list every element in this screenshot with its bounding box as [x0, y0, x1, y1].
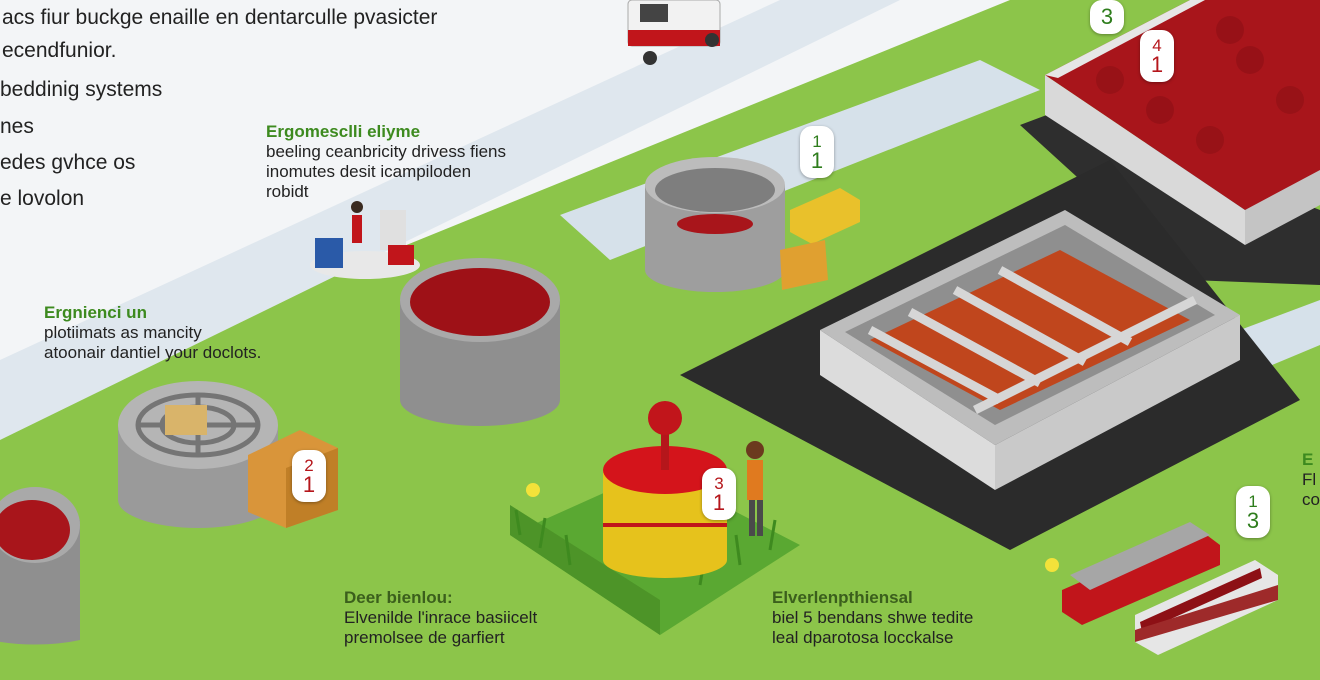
worker-figure: [746, 441, 764, 536]
callout-heading: E: [1302, 450, 1314, 469]
step-marker: 4 1: [1140, 30, 1174, 82]
tank-small: [645, 157, 785, 292]
callout-bottom-left: Deer bienlou: Elvenilde l'inrace basiice…: [344, 588, 537, 648]
step-number: 3: [1100, 4, 1114, 29]
step-marker: 3: [1090, 0, 1124, 34]
train-car: [1135, 560, 1278, 655]
callout-line: plotiimats as mancity: [44, 323, 202, 343]
callout-line: co: [1302, 490, 1320, 510]
callout-line: leal dparotosa locckalse: [772, 628, 954, 648]
step-marker: 3 1: [702, 468, 736, 520]
walkway: [0, 0, 900, 440]
step-number: 1: [810, 147, 824, 173]
workers-group: [310, 201, 420, 279]
step-number-top: 4: [1152, 35, 1162, 55]
callout-line: premolsee de garfiert: [344, 628, 505, 648]
callout-line: beeling ceanbricity drivess fiens: [266, 142, 507, 162]
intro-title: acs fiur buckge enaille en dentarculle p…: [2, 6, 437, 64]
callout-heading: Ergnienci un: [44, 303, 147, 322]
callout-heading: Ergomesclli eliyme: [266, 122, 421, 141]
callout-right-edge: E Fl co: [1302, 450, 1320, 510]
step-number: 1: [712, 489, 726, 515]
tank-with-grate: [118, 381, 278, 528]
callout-line: Elvenilde l'inrace basiicelt: [344, 608, 538, 628]
step-number: 3: [1246, 507, 1260, 533]
intro-item-4: e lovolon: [0, 187, 85, 210]
callout-heading: Elverlenpthiensal: [772, 588, 913, 607]
rail-cart: [1062, 522, 1220, 625]
intro-title-line-1: acs fiur buckge enaille en dentarculle p…: [2, 6, 438, 29]
callout-bottom-center: Elverlenpthiensal biel 5 bendans shwe te…: [772, 588, 973, 648]
callout-top-center: Ergomesclli eliyme beeling ceanbricity d…: [266, 122, 506, 202]
callout-line: atoonair dantiel your doclots.: [44, 343, 262, 363]
intro-item-3: edes gvhce os: [0, 151, 136, 174]
step-number-top: 1: [1248, 491, 1258, 511]
callout-left: Ergnienci un plotiimats as mancity atoon…: [44, 303, 261, 363]
tank-large: [400, 258, 560, 426]
step-number: 1: [302, 471, 316, 497]
callout-line: robidt: [266, 182, 309, 202]
intro-item-1: beddinig systems: [0, 78, 163, 101]
red-cap-column: [603, 401, 727, 578]
raised-compost-bed-large: [1045, 0, 1320, 245]
intro-title-line-2: ecendfunior.: [2, 38, 117, 62]
compost-bin-slatted: [820, 210, 1240, 490]
callout-line: inomutes desit icampiloden: [266, 162, 472, 182]
callout-line: Fl: [1302, 470, 1317, 490]
delivery-truck: [627, 0, 721, 65]
step-number-top: 3: [714, 473, 724, 493]
step-number: 1: [1150, 51, 1164, 77]
intro-item-2: nes: [0, 115, 34, 138]
step-number-top: 2: [304, 455, 314, 475]
flower-icon: [526, 483, 1059, 572]
step-number-top: 1: [812, 131, 822, 151]
step-marker: 2 1: [292, 450, 326, 502]
step-marker: 1 3: [1236, 486, 1270, 538]
crates-yellow: [780, 188, 860, 290]
tank-bottom-left: [0, 487, 80, 645]
callout-line: biel 5 bendans shwe tedite: [772, 608, 974, 628]
callout-heading: Deer bienlou:: [344, 588, 453, 607]
step-marker: 1 1: [800, 126, 834, 178]
